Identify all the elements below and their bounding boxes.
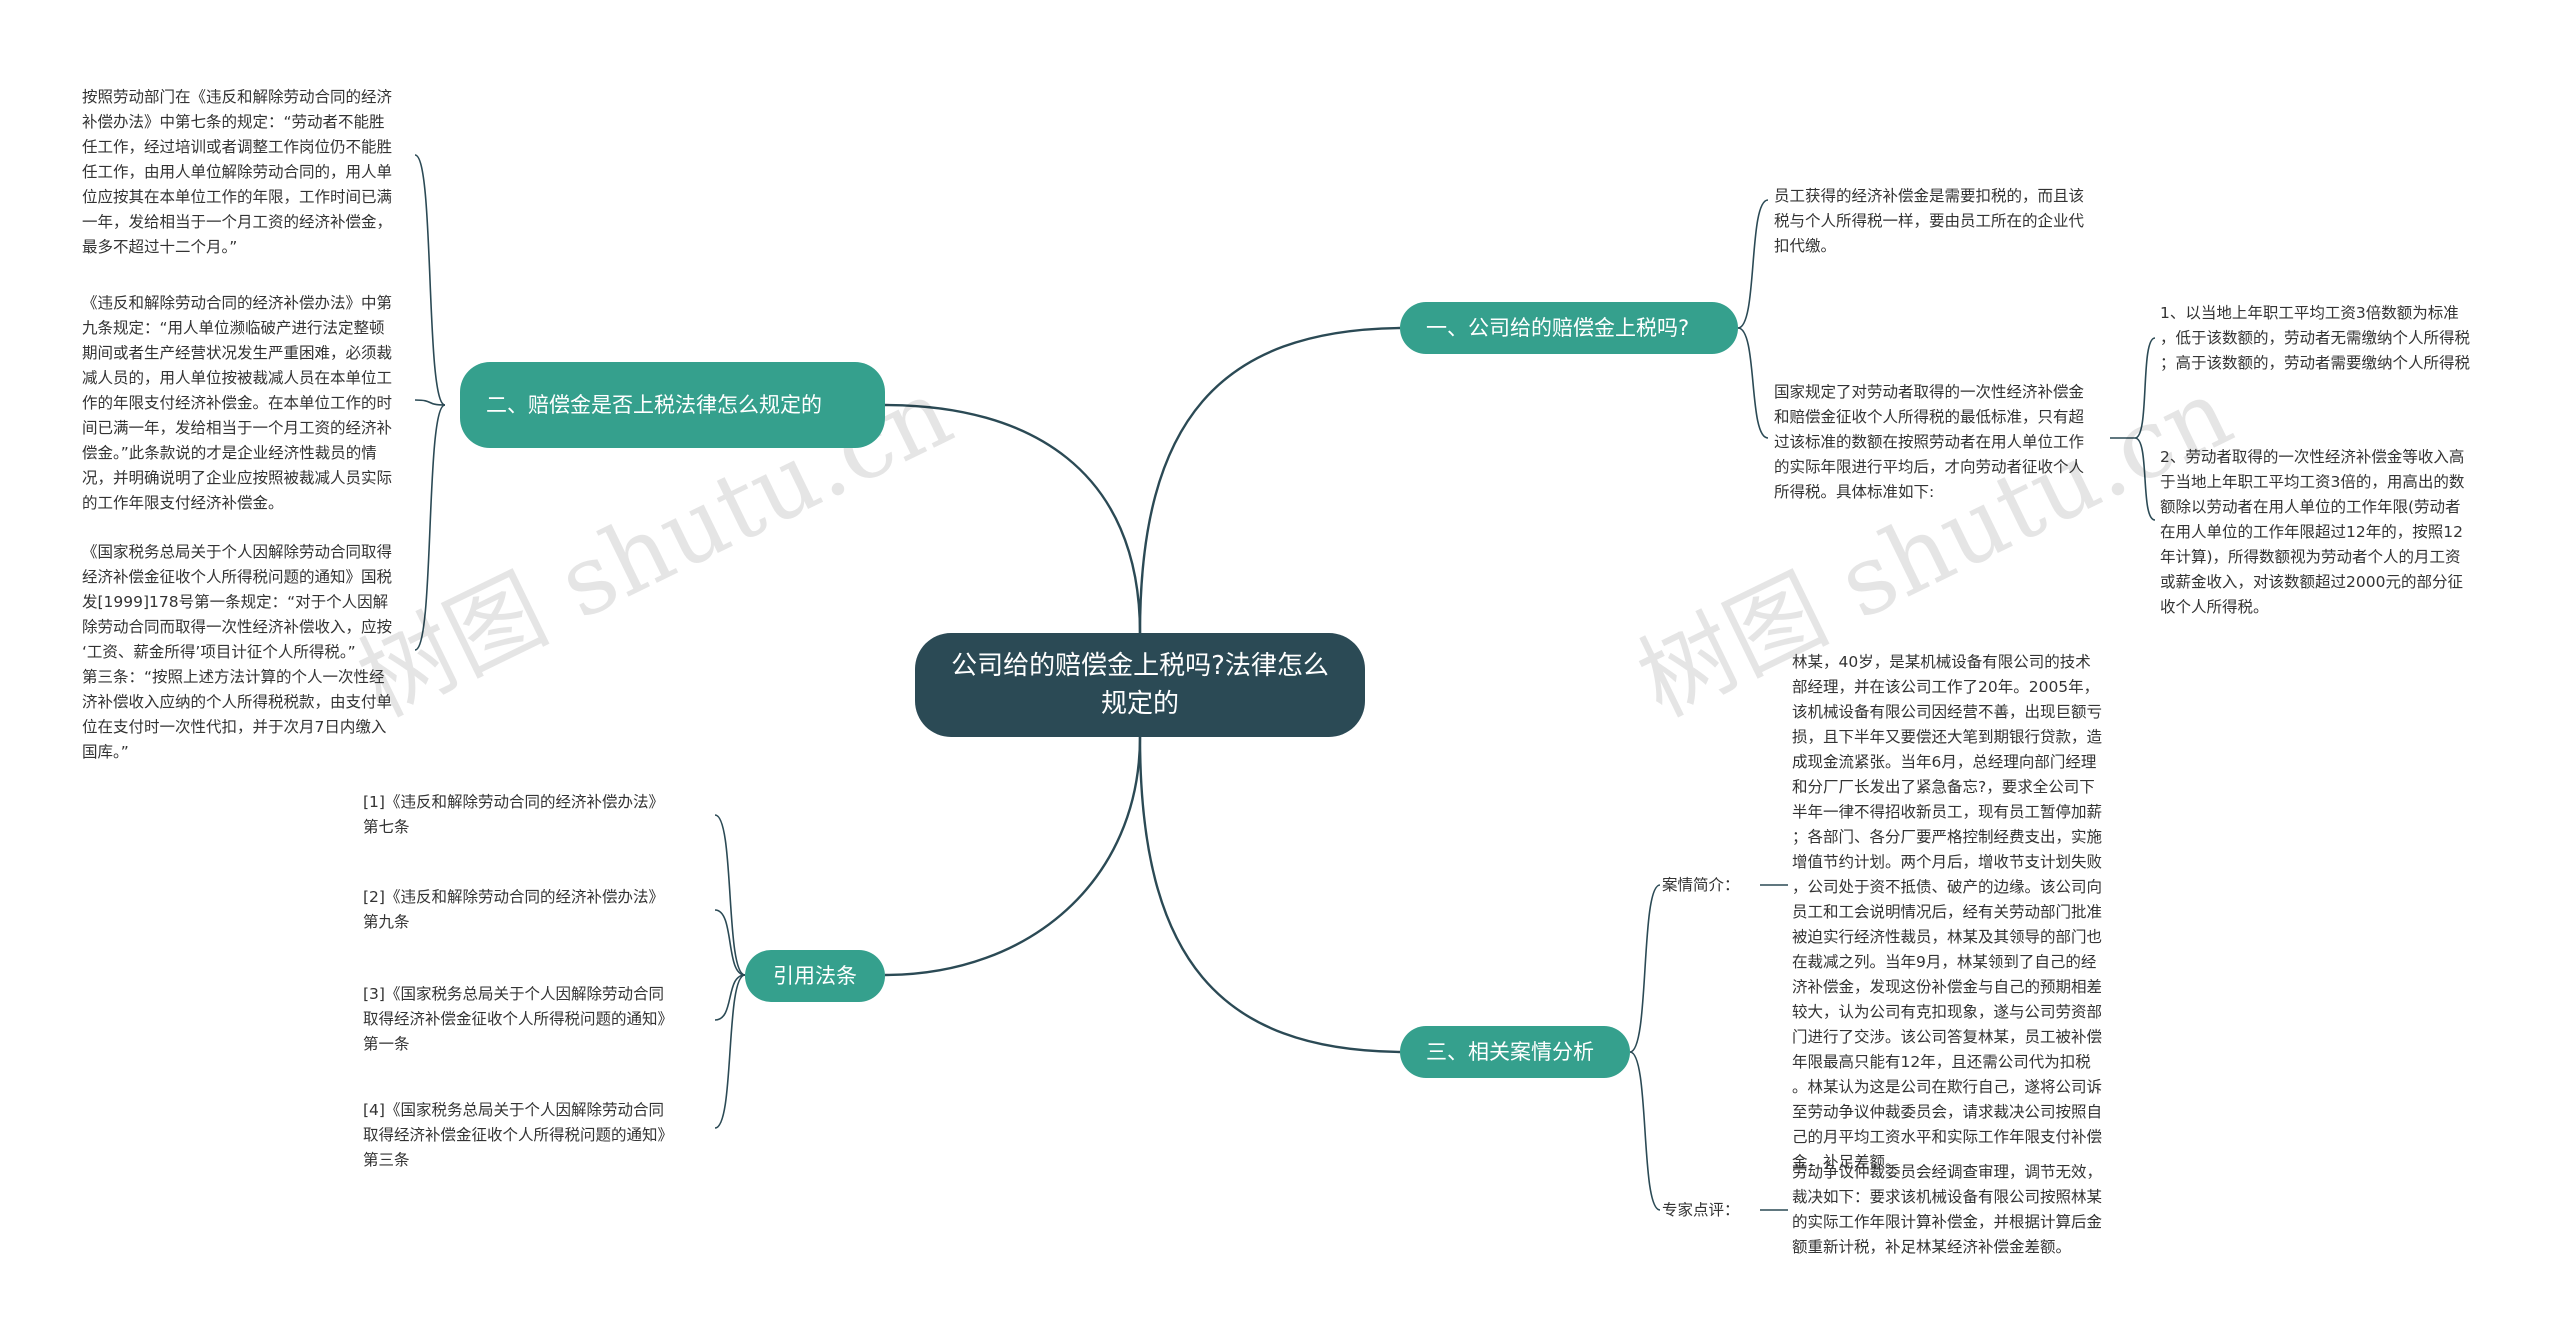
link-b4-r1 xyxy=(714,814,746,976)
link-b2-c3 xyxy=(414,404,446,651)
cited-law-1: [1]《违反和解除劳动合同的经济补偿办法》 第七条 xyxy=(363,793,664,836)
link-b4-r4 xyxy=(714,974,746,1129)
b1-text-rule-1: 1、以当地上年职工平均工资3倍数额为标准 ，低于该数额的，劳动者无需缴纳个人所得… xyxy=(2160,304,2471,372)
root-topic[interactable]: 公司给的赔偿金上税吗?法律怎么规定的 xyxy=(915,633,1365,737)
b2-text-tax-notice: 《国家税务总局关于个人因解除劳动合同取得 经济补偿金征收个人所得税问题的通知》国… xyxy=(82,543,393,761)
branch-cited-law[interactable]: 引用法条 xyxy=(745,950,885,1002)
branch-tax-question[interactable]: 一、公司给的赔偿金上税吗? xyxy=(1400,302,1738,354)
link-b1-c2 xyxy=(1737,327,1769,439)
link-root-b3 xyxy=(1138,736,1401,1054)
cited-law-2: [2]《违反和解除劳动合同的经济补偿办法》 第九条 xyxy=(363,888,664,931)
link-b2-c2 xyxy=(414,399,446,406)
link-b2-c1 xyxy=(414,154,446,406)
b1-text-standard: 国家规定了对劳动者取得的一次性经济补偿金 和赔偿金征收个人所得税的最低标准，只有… xyxy=(1774,383,2085,501)
case-summary-label: 案情简介： xyxy=(1662,876,1740,894)
link-root-b4 xyxy=(884,736,1142,977)
expert-comment-text: 劳动争议仲裁委员会经调查审理，调节无效， 裁决如下：要求该机械设备有限公司按照林… xyxy=(1792,1163,2103,1256)
b2-text-article-7: 按照劳动部门在《违反和解除劳动合同的经济 补偿办法》中第七条的规定：“劳动者不能… xyxy=(82,88,393,256)
cited-law-4: [4]《国家税务总局关于个人因解除劳动合同 取得经济补偿金征收个人所得税问题的通… xyxy=(363,1101,674,1169)
link-b4-r2 xyxy=(714,909,746,976)
link-b3-l2 xyxy=(1629,1051,1661,1211)
link-root-b2 xyxy=(884,403,1142,634)
b1-text-withholding: 员工获得的经济补偿金是需要扣税的，而且该 税与个人所得税一样，要由员工所在的企业… xyxy=(1774,187,2085,255)
b2-text-article-9: 《违反和解除劳动合同的经济补偿办法》中第 九条规定：“用人单位濒临破产进行法定整… xyxy=(82,294,393,512)
case-summary-text: 林某，40岁，是某机械设备有限公司的技术 部经理，并在该公司工作了20年。200… xyxy=(1792,653,2103,1171)
expert-comment-label: 专家点评： xyxy=(1662,1201,1740,1219)
link-c2-sub xyxy=(2134,337,2156,521)
link-root-b1 xyxy=(1138,326,1401,634)
link-b3-l1 xyxy=(1629,884,1661,1053)
link-b4-r3 xyxy=(714,974,746,1021)
branch-law-provisions[interactable]: 二、赔偿金是否上税法律怎么规定的 xyxy=(460,362,885,448)
link-b1-c1 xyxy=(1737,199,1769,329)
branch-case-analysis[interactable]: 三、相关案情分析 xyxy=(1400,1026,1630,1078)
b1-text-rule-2: 2、劳动者取得的一次性经济补偿金等收入高 于当地上年职工平均工资3倍的，用高出的… xyxy=(2160,448,2465,616)
cited-law-3: [3]《国家税务总局关于个人因解除劳动合同 取得经济补偿金征收个人所得税问题的通… xyxy=(363,985,674,1053)
